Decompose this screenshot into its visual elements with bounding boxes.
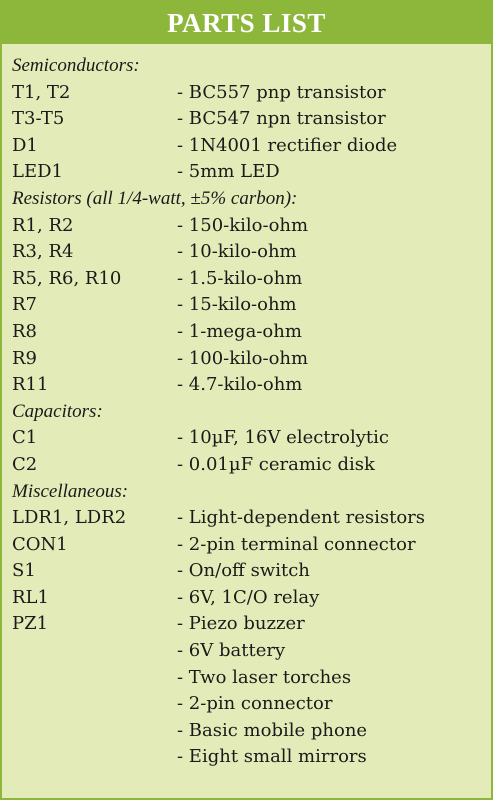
part-description: - 2-pin connector bbox=[177, 693, 333, 715]
part-reference: R1, R2 bbox=[12, 214, 74, 236]
part-description: - Light-dependent resistors bbox=[177, 507, 426, 529]
part-description: - Basic mobile phone bbox=[177, 719, 368, 741]
part-description: - Two laser torches bbox=[177, 666, 352, 688]
part-row: LDR1, LDR2 - Light-dependent resistors bbox=[12, 505, 491, 532]
part-row: - Two laser torches bbox=[12, 665, 491, 692]
part-reference: R5, R6, R10 bbox=[12, 267, 122, 289]
section-heading: Semiconductors: bbox=[12, 55, 140, 76]
part-row: C2 - 0.01µF ceramic disk bbox=[12, 452, 491, 479]
part-row: LED1 - 5mm LED bbox=[12, 159, 491, 186]
part-reference bbox=[12, 638, 177, 665]
part-reference: S1 bbox=[12, 560, 36, 582]
section-semiconductors: Semiconductors: T1, T2 - BC557 pnp transis… bbox=[12, 53, 491, 186]
part-description: - 100-kilo-ohm bbox=[177, 347, 309, 369]
section-resistors: Resistors (all 1/4-watt, ±5% carbon): R1,… bbox=[12, 186, 491, 399]
part-reference: D1 bbox=[12, 134, 38, 156]
part-row: R3, R4 - 10-kilo-ohm bbox=[12, 239, 491, 266]
part-row: CON1 - 2-pin terminal connector bbox=[12, 532, 491, 559]
part-reference: RL1 bbox=[12, 586, 49, 608]
part-reference: R9 bbox=[12, 347, 38, 369]
part-reference bbox=[12, 691, 177, 718]
part-description: - 10-kilo-ohm bbox=[177, 241, 297, 263]
part-row: T3-T5 - BC547 npn transistor bbox=[12, 106, 491, 133]
part-description: - 0.01µF ceramic disk bbox=[177, 453, 375, 475]
part-reference: CON1 bbox=[12, 533, 68, 555]
part-description: - 10µF, 16V electrolytic bbox=[177, 427, 389, 449]
part-row: C1 - 10µF, 16V electrolytic bbox=[12, 425, 491, 452]
part-reference: R3, R4 bbox=[12, 241, 74, 263]
part-description: - 2-pin terminal connector bbox=[177, 533, 416, 555]
part-description: - BC547 npn transistor bbox=[177, 108, 386, 130]
part-description: - 150-kilo-ohm bbox=[177, 214, 309, 236]
part-row: R1, R2 - 150-kilo-ohm bbox=[12, 213, 491, 240]
part-description: - 1N4001 rectifier diode bbox=[177, 134, 398, 156]
part-reference: LED1 bbox=[12, 161, 63, 183]
part-row: - Eight small mirrors bbox=[12, 744, 491, 771]
part-reference: T3-T5 bbox=[12, 108, 65, 130]
part-reference: C1 bbox=[12, 427, 38, 449]
part-reference: T1, T2 bbox=[12, 81, 71, 103]
part-reference bbox=[12, 744, 177, 771]
part-reference: PZ1 bbox=[12, 613, 49, 635]
page-title: PARTS LIST bbox=[167, 7, 326, 38]
part-row: R5, R6, R10 - 1.5-kilo-ohm bbox=[12, 266, 491, 293]
part-row: PZ1 - Piezo buzzer bbox=[12, 611, 491, 638]
part-row: R7 - 15-kilo-ohm bbox=[12, 292, 491, 319]
part-row: S1 - On/off switch bbox=[12, 558, 491, 585]
section-miscellaneous: Miscellaneous: LDR1, LDR2 - Light-dependen… bbox=[12, 479, 491, 772]
part-reference: R7 bbox=[12, 294, 38, 316]
part-row: - 6V battery bbox=[12, 638, 491, 665]
part-description: - 1-mega-ohm bbox=[177, 320, 302, 342]
part-reference: C2 bbox=[12, 453, 38, 475]
part-description: - Eight small mirrors bbox=[177, 746, 367, 768]
section-heading: Capacitors: bbox=[12, 400, 103, 422]
part-reference: LDR1, LDR2 bbox=[12, 507, 127, 529]
part-description: - 15-kilo-ohm bbox=[177, 294, 297, 316]
part-row: - Basic mobile phone bbox=[12, 718, 491, 745]
parts-list: Semiconductors: T1, T2 - BC557 pnp transis… bbox=[2, 44, 491, 771]
part-description: - On/off switch bbox=[177, 560, 310, 582]
part-row: T1, T2 - BC557 pnp transistor bbox=[12, 80, 491, 107]
part-reference: R11 bbox=[12, 374, 49, 396]
part-row: - 2-pin connector bbox=[12, 691, 491, 718]
section-heading: Resistors (all 1/4-watt, ±5% carbon): bbox=[12, 187, 298, 209]
part-row: R8 - 1-mega-ohm bbox=[12, 319, 491, 346]
part-description: - 1.5-kilo-ohm bbox=[177, 267, 303, 289]
section-heading: Miscellaneous: bbox=[12, 480, 129, 502]
part-description: - Piezo buzzer bbox=[177, 613, 305, 635]
part-description: - 5mm LED bbox=[177, 161, 280, 183]
part-description: - 6V, 1C/O relay bbox=[177, 586, 320, 608]
part-row: D1 - 1N4001 rectifier diode bbox=[12, 133, 491, 160]
title-bar: PARTS LIST bbox=[2, 2, 491, 44]
part-description: - BC557 pnp transistor bbox=[177, 81, 386, 103]
part-row: RL1 - 6V, 1C/O relay bbox=[12, 585, 491, 612]
part-reference bbox=[12, 718, 177, 745]
part-row: R11 - 4.7-kilo-ohm bbox=[12, 372, 491, 399]
part-reference: R8 bbox=[12, 320, 38, 342]
part-description: - 6V battery bbox=[177, 640, 286, 662]
part-reference bbox=[12, 665, 177, 692]
part-row: R9 - 100-kilo-ohm bbox=[12, 346, 491, 373]
part-description: - 4.7-kilo-ohm bbox=[177, 374, 303, 396]
